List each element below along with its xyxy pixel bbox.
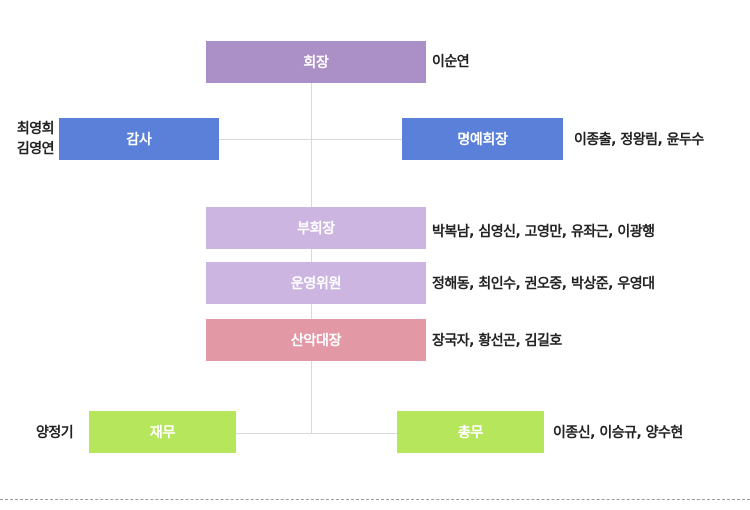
committee-names: 정해동, 최인수, 권오중, 박상준, 우영대 (432, 276, 655, 292)
honorary-president-box: 명예회장 (402, 118, 563, 160)
audit-name-2: 김영연 (16, 141, 55, 157)
mountaineering-leader-names: 장국자, 황선곤, 김길호 (432, 333, 562, 349)
vice-president-box: 부회장 (206, 207, 426, 249)
president-names: 이순연 (432, 54, 470, 70)
audit-names: 최영희 김영연 (6, 119, 55, 159)
connector-trunk (311, 83, 312, 434)
audit-box: 감사 (59, 118, 219, 160)
committee-box: 운영위원 (206, 262, 426, 304)
general-affairs-names: 이종신, 이승규, 양수현 (553, 425, 683, 441)
honorary-president-names: 이종출, 정왕림, 윤두수 (574, 132, 704, 148)
audit-name-1: 최영희 (16, 121, 55, 137)
mountaineering-leader-box: 산악대장 (206, 319, 426, 361)
bottom-divider (0, 499, 750, 500)
finance-names: 양정기 (36, 425, 74, 441)
connector-general (311, 433, 397, 434)
connector-honorary (311, 139, 402, 140)
general-affairs-box: 총무 (397, 411, 544, 453)
connector-audit (219, 139, 312, 140)
vice-president-names: 박복남, 심영신, 고영만, 유좌근, 이광행 (432, 224, 655, 240)
connector-finance (236, 433, 312, 434)
president-box: 회장 (206, 41, 426, 83)
finance-box: 재무 (89, 411, 236, 453)
